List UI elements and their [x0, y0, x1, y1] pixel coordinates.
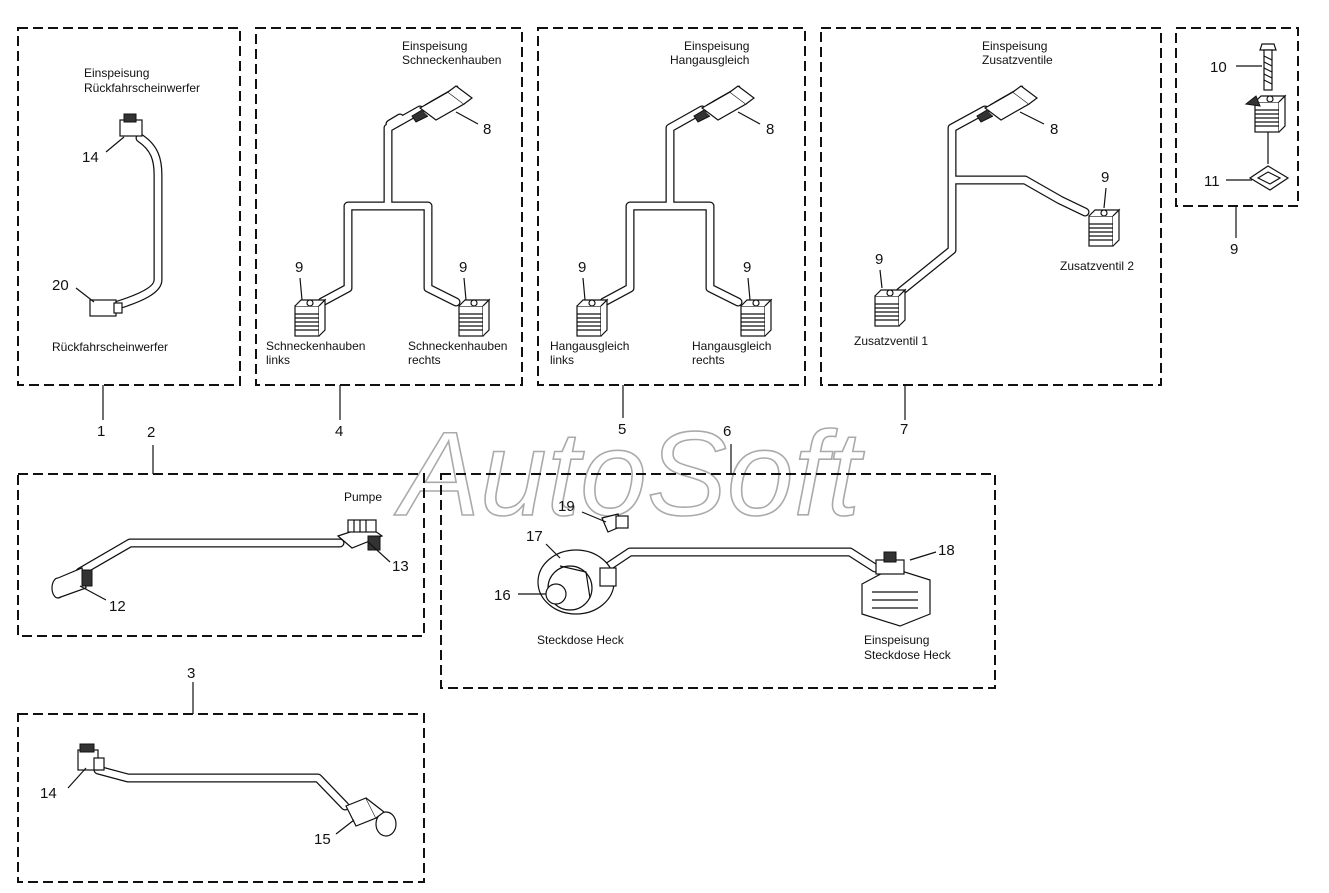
g7-right-label: Zusatzventil 2 [1060, 259, 1134, 273]
g7-callout-8: 8 [1050, 121, 1058, 138]
g5-top-line1: Einspeisung [684, 39, 749, 53]
group-number-2: 2 [147, 424, 155, 441]
g5-right-line1: Hangausgleich [692, 339, 771, 353]
g1-top-line1: Einspeisung [84, 66, 149, 80]
group-3-frame [17, 713, 425, 883]
connector-14b-icon [77, 743, 105, 771]
g7-callout-9-left: 9 [875, 251, 883, 268]
g7-callout-9-right: 9 [1101, 169, 1109, 186]
plug-19-icon [601, 513, 629, 533]
g4-callout-8: 8 [483, 121, 491, 138]
callout-17: 17 [526, 528, 543, 545]
group-5: Einspeisung Hangausgleich 8 9 9 Hangausg… [537, 27, 806, 438]
g4-right-line1: Schneckenhauben [408, 339, 507, 353]
group-6: 6 19 17 16 18 Steckdose Heck Einsp [440, 423, 996, 689]
group-number-3: 3 [187, 665, 195, 682]
g5-top-line2: Hangausgleich [670, 53, 749, 67]
group-2-frame [17, 473, 425, 637]
callout-12: 12 [109, 598, 126, 615]
group-number-7: 7 [900, 421, 908, 438]
group-1: Einspeisung Rückfahrscheinwerfer 14 20 R… [17, 27, 241, 440]
connector-15-icon [345, 797, 397, 837]
callout-10: 10 [1210, 59, 1227, 76]
g6-left-label: Steckdose Heck [537, 633, 625, 647]
g5-right-line2: rechts [692, 353, 725, 367]
group-3: 3 14 15 [17, 665, 425, 883]
g4-left-line1: Schneckenhauben [266, 339, 365, 353]
g5-left-line2: links [550, 353, 574, 367]
g4-top-line1: Einspeisung [402, 39, 467, 53]
callout-14: 14 [82, 149, 99, 166]
callout-13: 13 [392, 558, 409, 575]
g4-top-line2: Schneckenhauben [402, 53, 501, 67]
connector-20-icon [89, 299, 123, 317]
callout-19: 19 [558, 498, 575, 515]
connector-14-icon [119, 113, 143, 137]
bolt-10-icon [1259, 43, 1277, 91]
g4-callout-9-left: 9 [295, 259, 303, 276]
g6-right-line2: Steckdose Heck [864, 648, 952, 662]
group-1-frame [17, 27, 241, 386]
g2-label-pumpe: Pumpe [344, 490, 382, 504]
g7-top-line2: Zusatzventile [982, 53, 1053, 67]
callout-15: 15 [314, 831, 331, 848]
g5-callout-9-right: 9 [743, 259, 751, 276]
group-number-1: 1 [97, 423, 105, 440]
callout-18: 18 [938, 542, 955, 559]
g7-top-line1: Einspeisung [982, 39, 1047, 53]
group-6-frame [440, 473, 996, 689]
group-9: 10 11 9 [1175, 27, 1299, 258]
g5-left-line1: Hangausgleich [550, 339, 629, 353]
connector-13-icon [336, 519, 384, 551]
g4-left-line2: links [266, 353, 290, 367]
connector-18-icon [861, 551, 931, 627]
g4-right-line2: rechts [408, 353, 441, 367]
g1-bottom-label: Rückfahrscheinwerfer [52, 340, 168, 354]
g5-callout-9-left: 9 [578, 259, 586, 276]
group-2: 2 Pumpe 12 13 [17, 424, 425, 637]
g7-left-label: Zusatzventil 1 [854, 334, 928, 348]
group-number-6: 6 [723, 423, 731, 440]
group-4: Einspeisung Schneckenhauben 8 9 9 Schnec… [255, 27, 523, 440]
group-number-9: 9 [1230, 241, 1238, 258]
group-4-frame [255, 27, 523, 386]
group-9-frame [1175, 27, 1299, 207]
group-number-4: 4 [335, 423, 343, 440]
connector-12-icon [51, 567, 93, 599]
group-5-frame [537, 27, 806, 386]
g1-top-line2: Rückfahrscheinwerfer [84, 81, 200, 95]
g5-callout-8: 8 [766, 121, 774, 138]
group-7: Einspeisung Zusatzventile 8 9 9 Zusatzve… [820, 27, 1162, 438]
g6-right-line1: Einspeisung [864, 633, 929, 647]
callout-20: 20 [52, 277, 69, 294]
callout-16: 16 [494, 587, 511, 604]
socket-16-icon [537, 549, 617, 615]
g4-callout-9-right: 9 [459, 259, 467, 276]
callout-14-g3: 14 [40, 785, 57, 802]
group-number-5: 5 [618, 421, 626, 438]
callout-11: 11 [1204, 173, 1220, 190]
group-7-frame [820, 27, 1162, 386]
